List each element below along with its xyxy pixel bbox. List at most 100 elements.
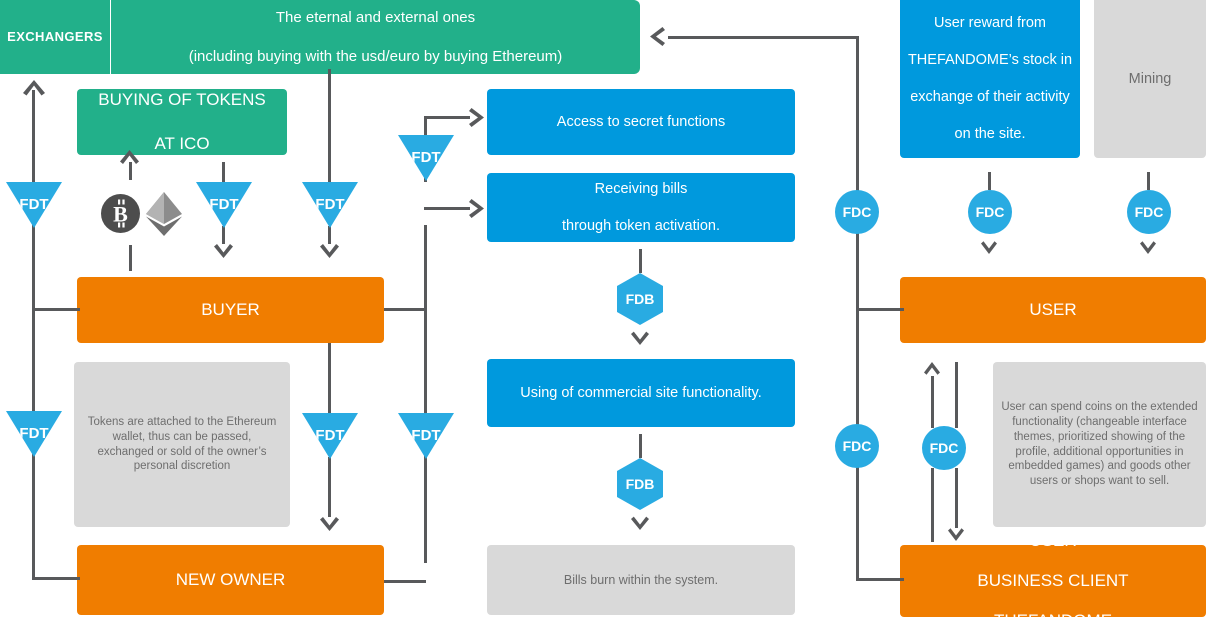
mining-box: Mining — [1094, 0, 1206, 158]
connector-user-to-business-down-lower — [955, 468, 958, 528]
arrowhead-down-to-business-client — [947, 525, 965, 541]
token-badge-fdt: FDT — [302, 413, 358, 459]
arrowhead-down-to-bills-burn — [630, 513, 650, 530]
arrowhead-down-to-buyer — [213, 240, 234, 258]
user-reward-box: User reward from THEFANDOME’s stock in e… — [900, 0, 1080, 158]
arrowhead-down-mining-to-user — [1139, 238, 1157, 254]
token-badge-fdc: FDC — [966, 188, 1014, 236]
connector-mining-to-fdc — [1147, 172, 1150, 190]
token-badge-fdb: FDB — [617, 273, 663, 325]
token-badge-fdc: FDC — [920, 424, 968, 472]
spend-note-box: User can spend coins on the extended fun… — [993, 362, 1206, 527]
user-reward-line-4: on the site. — [954, 126, 1026, 143]
connector-banner-to-buyer — [328, 69, 331, 182]
fdc-label: FDC — [842, 438, 872, 454]
connector-banner-to-buyer-lower — [328, 226, 331, 244]
token-badge-fdc: FDC — [833, 422, 881, 470]
fdt-label: FDT — [19, 424, 49, 442]
connector-new-owner-right-stub — [384, 580, 426, 583]
banner-line-2: (including buying with the usd/euro by b… — [188, 47, 563, 65]
connector-right-spine-to-banner — [668, 36, 859, 39]
fdt-label: FDT — [19, 195, 49, 213]
connector-ico-to-buyer-top — [222, 162, 225, 182]
buying-ico-text: BUYING OF TOKENS AT ICO — [83, 89, 281, 154]
connector-ico-to-buyer-bottom — [222, 226, 225, 244]
fdc-label: FDC — [842, 204, 872, 220]
connector-new-owner-to-exchangers — [32, 90, 35, 580]
arrowhead-up-to-exchangers — [22, 80, 46, 100]
token-badge-fdc: FDC — [1125, 188, 1173, 236]
connector-right-spine-top — [856, 36, 859, 192]
banner-line-1: The eternal and external ones — [275, 9, 476, 27]
user-label: USER — [1029, 300, 1077, 320]
business-client-line-2: BUSINESS CLIENT — [977, 570, 1129, 590]
connector-new-owner-stub — [32, 577, 80, 580]
connector-business-to-user-up-upper — [931, 376, 934, 428]
bitcoin-icon: B — [101, 194, 140, 238]
token-badge-fdt: FDT — [6, 182, 62, 228]
new-owner-box: NEW OWNER — [77, 545, 384, 615]
token-badge-fdt: FDT — [302, 182, 358, 228]
receiving-bills-text: Receiving bills through token activation… — [493, 180, 789, 236]
commercial-functionality-box: Using of commercial site functionality. — [487, 359, 795, 427]
user-reward-line-2: THEFANDOME’s stock in — [907, 52, 1073, 69]
svg-text:B: B — [113, 202, 128, 227]
wallet-note-text: Tokens are attached to the Ethereum wall… — [87, 416, 277, 473]
token-badge-fdt: FDT — [398, 413, 454, 459]
connector-buyer-right-stub — [384, 308, 426, 311]
arrowhead-left-to-banner — [650, 27, 672, 46]
connector-middle-spine-lower — [424, 225, 427, 563]
buying-ico-line-2: AT ICO — [154, 133, 210, 153]
connector-buyer-to-new-owner-lower — [328, 457, 331, 517]
arrowhead-down-to-new-owner — [319, 513, 340, 531]
bills-burn-text: Bills burn within the system. — [563, 573, 719, 587]
arrowhead-up-crypto — [119, 150, 140, 168]
fdt-label: FDT — [315, 426, 345, 444]
header-divider — [110, 4, 111, 70]
connector-commercial-to-fdb — [639, 434, 642, 458]
arrowhead-up-to-user — [923, 362, 941, 378]
connector-right-spine-mid — [856, 232, 859, 426]
connector-right-spine-bottom — [856, 466, 859, 581]
user-reward-line-1: User reward from — [934, 15, 1046, 32]
token-badge-fdt: FDT — [196, 182, 252, 228]
new-owner-label: NEW OWNER — [175, 570, 286, 590]
bills-burn-box: Bills burn within the system. — [487, 545, 795, 615]
token-badge-fdt: FDT — [398, 135, 454, 181]
fdc-label: FDC — [929, 440, 959, 456]
buyer-box: BUYER — [77, 277, 384, 343]
connector-reward-to-fdc — [988, 172, 991, 190]
business-client-line-1: USER — [1029, 530, 1077, 550]
fdb-label: FDB — [625, 476, 655, 492]
buying-ico-line-1: BUYING OF TOKENS — [98, 90, 266, 110]
access-secret-functions-box: Access to secret functions — [487, 89, 795, 155]
connector-buyer-left-stub — [32, 308, 80, 311]
business-client-text: USER BUSINESS CLIENT THEFANDOME — [906, 531, 1200, 617]
arrowhead-right-receiving-bills — [462, 199, 484, 218]
arrowhead-down-to-commercial — [630, 328, 650, 345]
fdc-label: FDC — [1134, 204, 1164, 220]
arrowhead-right-secret-functions — [462, 108, 484, 127]
connector-business-to-user-up-lower — [931, 468, 934, 542]
external-sources-banner: The eternal and external ones (including… — [111, 0, 640, 74]
token-badge-fdc: FDC — [833, 188, 881, 236]
buyer-label: BUYER — [201, 300, 260, 320]
connector-crypto-upper — [129, 162, 132, 180]
fdt-label: FDT — [315, 195, 345, 213]
connector-to-receiving-bills — [424, 207, 470, 210]
secret-functions-text: Access to secret functions — [556, 113, 726, 130]
token-badge-fdb: FDB — [617, 458, 663, 510]
connector-right-spine-to-user — [856, 308, 904, 311]
connector-user-to-business-down-upper — [955, 362, 958, 428]
commercial-functionality-text: Using of commercial site functionality. — [520, 384, 762, 401]
spend-note-text: User can spend coins on the extended fun… — [1001, 401, 1198, 487]
connector-crypto-lower — [129, 245, 132, 271]
exchangers-header-cell: EXCHANGERS — [0, 0, 110, 74]
mining-label: Mining — [1128, 70, 1172, 87]
business-client-box: USER BUSINESS CLIENT THEFANDOME — [900, 531, 1206, 617]
arrowhead-down-to-buyer — [319, 240, 340, 258]
fdb-label: FDB — [625, 291, 655, 307]
user-box: USER — [900, 277, 1206, 343]
connector-buyer-to-new-owner — [328, 343, 331, 413]
